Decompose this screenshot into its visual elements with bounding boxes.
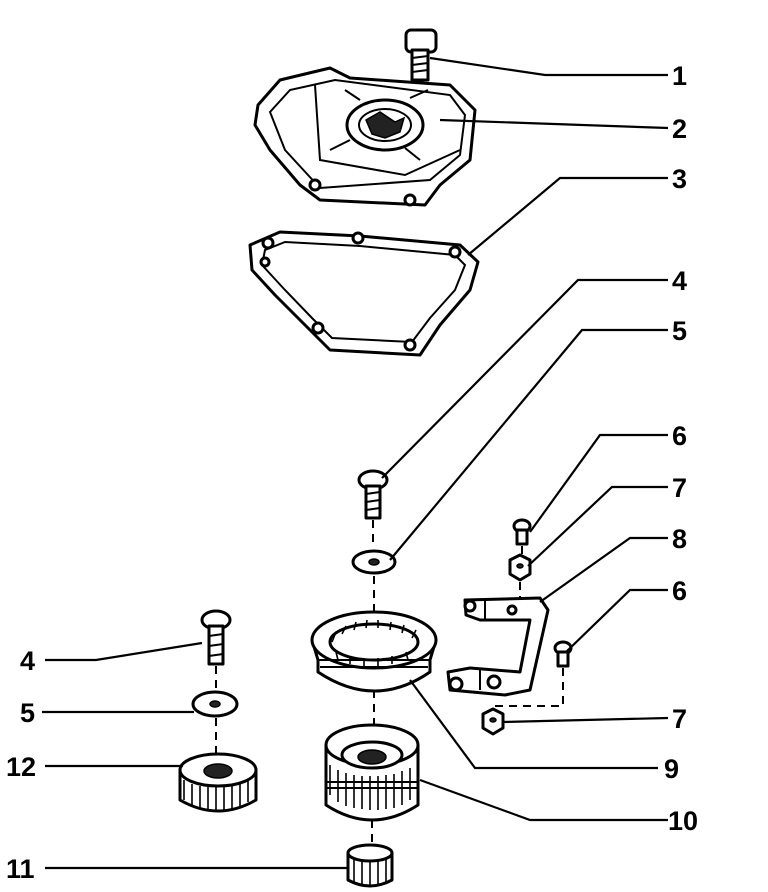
callout-labels: 1 2 3 4 5 6 7 8 6 7 9 10 4 5 12 11 [6,61,698,884]
callout-3: 3 [672,164,687,194]
callout-12: 12 [6,752,36,782]
callout-6-lower: 6 [672,576,687,606]
callout-8: 8 [672,524,687,554]
callout-2: 2 [672,114,687,144]
part-4-bolt-lower [200,609,232,690]
part-12-gear [178,752,258,813]
part-6-screw-upper [512,518,532,556]
callout-4-upper: 4 [672,266,687,296]
part-4-bolt-upper [357,469,389,548]
part-7-nut-lower [481,707,505,736]
callout-6-upper: 6 [672,421,687,451]
part-2-cover [253,66,477,207]
part-11-bearing [346,843,394,888]
part-10-gear [324,723,420,848]
callout-5-lower: 5 [20,698,35,728]
callout-1: 1 [672,61,687,91]
callout-10: 10 [668,806,698,836]
callout-9: 9 [664,754,679,784]
callout-7-lower: 7 [672,704,687,734]
part-3-gasket [248,230,480,357]
callout-7-upper: 7 [672,473,687,503]
leader-lines [42,56,669,870]
part-1-bolt [404,28,438,82]
part-5-washer-lower [191,690,239,755]
callout-4-lower: 4 [20,646,35,676]
callout-11: 11 [6,854,35,884]
callout-5-upper: 5 [672,316,687,346]
part-9-ring [310,610,438,730]
part-5-washer-upper [351,549,397,615]
part-7-nut-upper [508,553,532,598]
part-8-bracket [446,596,550,697]
